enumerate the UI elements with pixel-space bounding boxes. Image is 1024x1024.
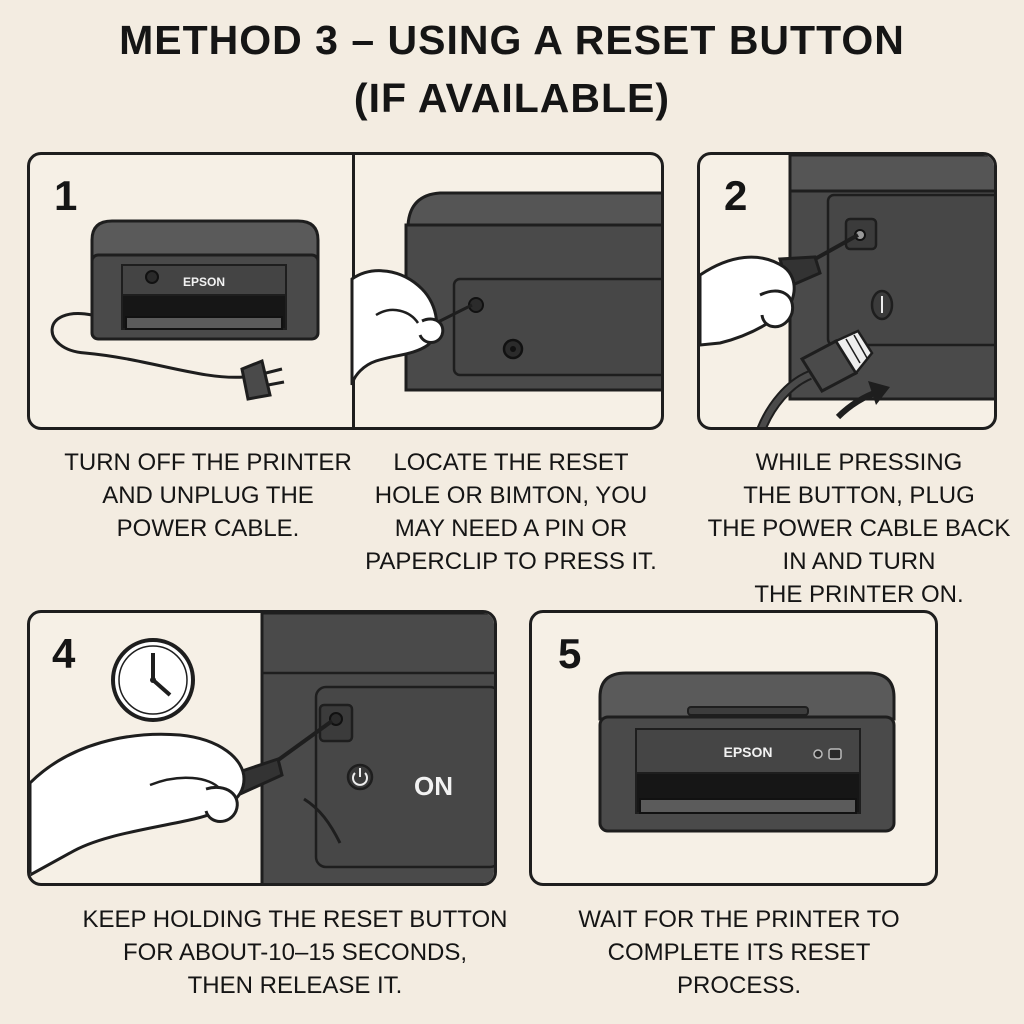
panel-step-5: EPSON 5: [529, 610, 938, 886]
clock-icon: [111, 638, 195, 722]
step-1-illustration: EPSON: [50, 191, 661, 401]
printer-illustration: EPSON: [90, 219, 320, 341]
page-title-line-1: METHOD 3 – USING A RESET BUTTON: [119, 17, 905, 63]
step-number-5: 5: [558, 630, 582, 677]
panel-step-1-and-locate: 1 EPSON: [27, 152, 664, 430]
caption-step-locate: LOCATE THE RESET HOLE OR BIMTON, YOU MAY…: [365, 449, 657, 575]
hand-with-screwdriver-icon: [700, 233, 859, 347]
hand-with-screwdriver-icon: [30, 719, 334, 877]
step-number-1: 1: [54, 172, 78, 219]
step-5-illustration: EPSON: [598, 671, 896, 833]
printer-illustration: EPSON: [598, 671, 896, 833]
page-title-line-2: (IF AVAILABLE): [353, 75, 671, 121]
brand-label: EPSON: [723, 744, 772, 760]
on-label: ON: [414, 771, 453, 801]
step-number-2: 2: [724, 172, 748, 219]
printer-closeup: [404, 191, 661, 392]
step-number-4: 4: [52, 630, 76, 677]
step-4-illustration: [30, 613, 494, 883]
step-2-illustration: [700, 155, 994, 427]
panel-step-2: 2: [697, 152, 997, 430]
power-cable-icon: [50, 312, 285, 401]
power-plug-icon: [757, 329, 874, 427]
caption-step-2: WHILE PRESSING THE BUTTON, PLUG THE POWE…: [707, 449, 1011, 608]
hand-with-pin-icon: [350, 269, 473, 386]
caption-step-1: TURN OFF THE PRINTER AND UNPLUG THE POWE…: [64, 449, 352, 542]
arrow-icon: [835, 381, 890, 420]
brand-label: EPSON: [183, 275, 225, 289]
caption-step-5: WAIT FOR THE PRINTER TO COMPLETE ITS RES…: [578, 906, 900, 999]
caption-step-4: KEEP HOLDING THE RESET BUTTON FOR ABOUT-…: [82, 906, 508, 999]
panel-step-4: 4 ON: [27, 610, 497, 886]
printer-side-view: [260, 613, 494, 883]
